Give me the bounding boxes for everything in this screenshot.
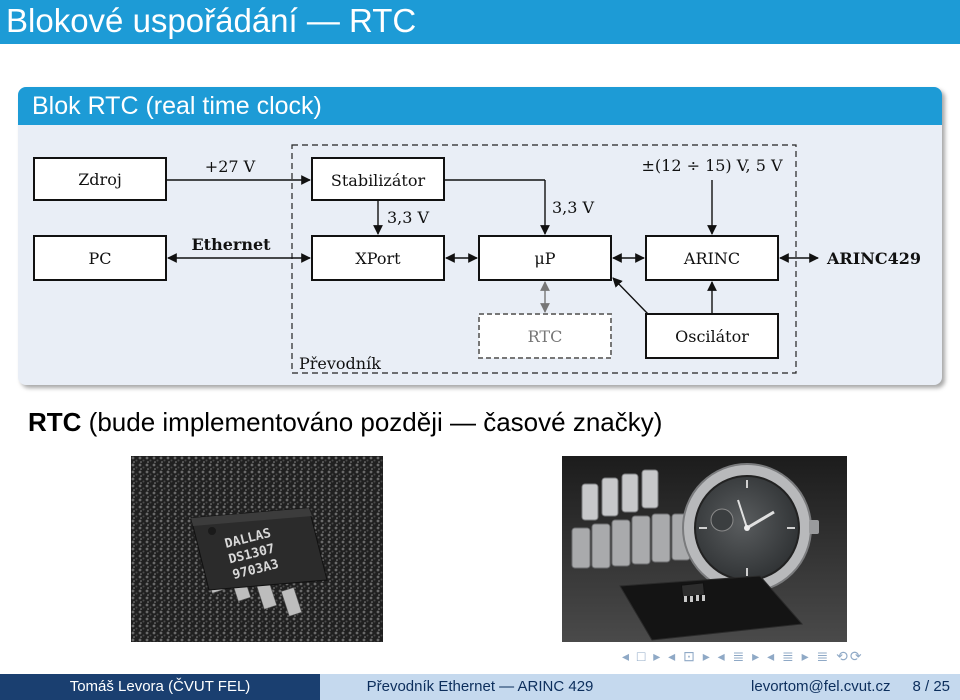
nav-symbols[interactable]: ◂ □ ▸ ◂ ⊡ ▸ ◂ ≣ ▸ ◂ ≣ ▸ ≣ ⟲⟳ — [622, 648, 864, 665]
footer-right: levortom@fel.cvut.cz 8 / 25 — [640, 674, 960, 700]
footer-talk: Převodník Ethernet — ARINC 429 — [320, 674, 640, 700]
block-title: Blok RTC (real time clock) — [32, 91, 322, 121]
footer-page: 8 / 25 — [912, 674, 960, 700]
block-header: Blok RTC (real time clock) — [18, 87, 942, 125]
v33-mid-label: 3,3 V — [552, 198, 595, 217]
slide-title: Blokové uspořádání — RTC — [6, 1, 416, 41]
arinc-label: ARINC — [683, 249, 740, 268]
title-bar: Blokové uspořádání — RTC — [0, 0, 960, 44]
v33-left-label: 3,3 V — [387, 208, 430, 227]
rtc-note: RTC (bude implementováno později — časov… — [28, 406, 662, 438]
xport-label: XPort — [355, 249, 401, 268]
prevodnik-label: Převodník — [299, 354, 381, 373]
rtc-note-text: (bude implementováno později — časové zn… — [81, 407, 662, 437]
stabilizator-label: Stabilizátor — [331, 171, 426, 190]
up-label: μP — [534, 249, 555, 268]
rtc-block: Blok RTC (real time clock) — [18, 87, 942, 385]
chip-photo: DALLAS DS1307 9703A3 — [131, 456, 383, 642]
ethernet-label: Ethernet — [191, 235, 271, 254]
footer: Tomáš Levora (ČVUT FEL) Převodník Ethern… — [0, 674, 960, 700]
footer-author: Tomáš Levora (ČVUT FEL) — [0, 674, 320, 700]
footer-email: levortom@fel.cvut.cz — [751, 674, 912, 700]
supply-label: ±(12 ÷ 15) V, 5 V — [641, 156, 782, 175]
up-osc-arrow — [613, 278, 648, 314]
pc-label: PC — [88, 249, 111, 268]
oscilator-label: Oscilátor — [675, 327, 749, 346]
arinc429-label: ARINC429 — [826, 249, 921, 268]
rtc-label: RTC — [528, 327, 563, 346]
block-diagram: Zdroj PC +27 V Ethernet Stabilizátor 3,3… — [18, 125, 942, 385]
watch-photo — [562, 456, 847, 642]
v27-label: +27 V — [205, 157, 256, 176]
zdroj-label: Zdroj — [78, 170, 122, 189]
rtc-note-bold: RTC — [28, 407, 81, 437]
